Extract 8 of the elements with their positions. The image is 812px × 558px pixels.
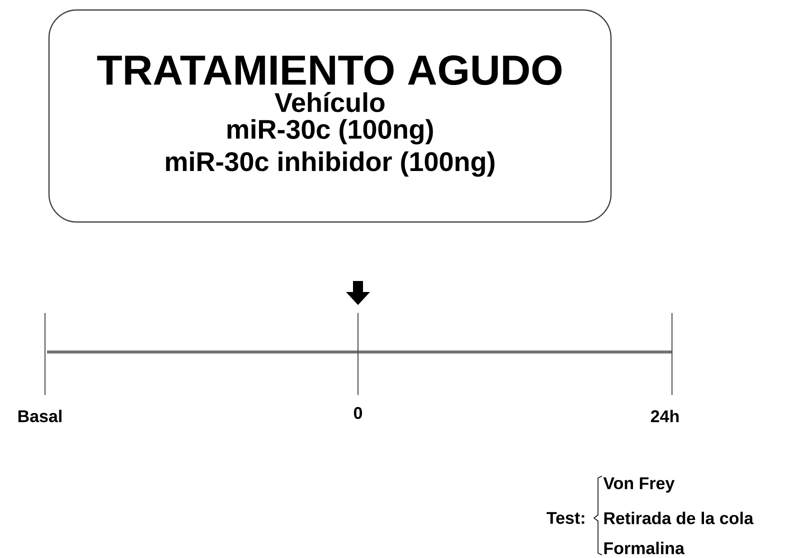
treatment-box: TRATAMIENTO AGUDO Vehículo miR-30c (100ng) miR-30c inhibidor (100ng): [48, 9, 612, 223]
test-item: Von Frey: [603, 477, 675, 493]
test-item: Retirada de la cola: [604, 512, 754, 524]
test-item: Formalina: [604, 542, 685, 554]
time-label: 24h: [650, 410, 679, 422]
time-label: 0: [354, 406, 362, 420]
time-label: Basal: [18, 410, 62, 422]
test-label: Test:: [546, 512, 584, 524]
